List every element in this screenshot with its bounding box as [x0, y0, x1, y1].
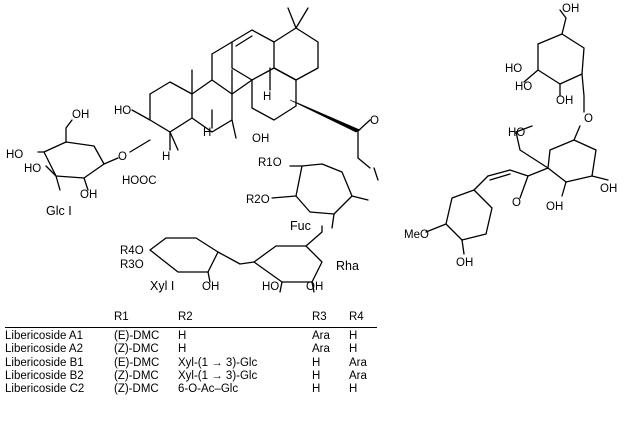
header-r2: R2 — [178, 311, 193, 323]
meo-label: MeO — [404, 229, 429, 241]
cinnamoyl-chain — [425, 167, 549, 255]
ho-fru-label: HO — [508, 127, 525, 139]
header-r3: R3 — [312, 311, 327, 323]
table-row: Libericoside C2 (Z)-DMC 6-O-Ac–Glc H H — [5, 383, 377, 396]
o-link-label: O — [584, 113, 593, 125]
table-rule — [5, 327, 377, 328]
oh-c27-label: OH — [252, 133, 269, 145]
header-r1: R1 — [114, 311, 129, 323]
hooc-label: HOOC — [122, 175, 157, 187]
ho-glc-label: HO — [6, 149, 23, 161]
oh-glc-ch2-label: OH — [72, 109, 89, 121]
r1-cell: (E)-DMC — [114, 356, 160, 369]
glucose-I-ring — [37, 109, 151, 191]
r4-cell: Ara — [349, 369, 367, 382]
xylose-rhamnose-chain — [149, 225, 323, 293]
oh-xyl-label: OH — [202, 281, 219, 293]
oh-fru-2-label: OH — [600, 183, 617, 195]
oh-right-top-label: OH — [562, 3, 579, 15]
r1-cell: (Z)-DMC — [114, 343, 159, 356]
r3-cell: Ara — [312, 343, 330, 356]
right-glucose-ring — [523, 9, 585, 113]
glc-I-label: Glc I — [46, 204, 72, 218]
r4-cell: H — [349, 343, 358, 356]
r1o-label: R1O — [258, 157, 282, 169]
substituent-table: R1 R2 R3 R4 Libericoside A1 (E)-DMC H Ar… — [5, 311, 377, 396]
ester-linkage — [289, 99, 379, 181]
compound-name: Libericoside A2 — [5, 343, 83, 356]
r2-cell: 6-O-Ac–Glc — [178, 383, 239, 396]
fuc-label: Fuc — [290, 219, 311, 233]
o-glc-label: O — [118, 151, 127, 163]
r3o-label: R3O — [120, 259, 144, 271]
r3-cell: H — [312, 369, 321, 382]
rha-label: Rha — [336, 259, 359, 273]
chemical-structures: HO OH HO HO OH O Glc I HOOC OH H H H O R… — [6, 3, 617, 293]
r4-cell: Ara — [349, 356, 367, 369]
h-c5-label: H — [162, 151, 170, 163]
r3-cell: H — [312, 356, 321, 369]
xyl-I-label: Xyl I — [150, 279, 174, 293]
h-c18-label: H — [263, 91, 271, 103]
compound-name: Libericoside B1 — [5, 356, 84, 369]
r2-cell: Xyl-(1 → 3)-Glc — [178, 369, 258, 382]
table-row: Libericoside B1 (E)-DMC Xyl-(1 → 3)-Glc … — [5, 357, 377, 370]
compound-name: Libericoside B2 — [5, 369, 84, 382]
r4-cell: H — [349, 330, 358, 343]
compound-name: Libericoside C2 — [5, 383, 85, 396]
table-row: Libericoside A1 (E)-DMC H Ara H — [5, 330, 377, 343]
r1-cell: (Z)-DMC — [114, 383, 159, 396]
r4-cell: H — [349, 383, 358, 396]
table-row: Libericoside B2 (Z)-DMC Xyl-(1 → 3)-Glc … — [5, 370, 377, 383]
oh-fru-1-label: OH — [546, 201, 563, 213]
r3-cell: H — [312, 383, 321, 396]
r1-cell: (Z)-DMC — [114, 369, 159, 382]
r2-cell: Xyl-(1 → 3)-Glc — [178, 356, 258, 369]
fucose-ring — [271, 163, 369, 229]
header-compound — [5, 311, 114, 330]
r2-cell: H — [178, 330, 187, 343]
oh-phenol-label: OH — [456, 257, 473, 269]
r2-cell: H — [178, 343, 187, 356]
oh-glc-c3-label: OH — [80, 189, 97, 201]
oh-right-glc-label: OH — [556, 95, 573, 107]
header-r4: R4 — [349, 311, 364, 323]
r3-cell: Ara — [312, 330, 330, 343]
o-keto-label: O — [512, 197, 521, 209]
table-row: Libericoside A2 (Z)-DMC H Ara H — [5, 343, 377, 356]
table-header-row: R1 R2 R3 R4 — [5, 311, 377, 330]
ho-ring-a-label: HO — [114, 105, 131, 117]
ho-right-2-label: HO — [515, 81, 532, 93]
h-c9-label: H — [203, 127, 211, 139]
r1-cell: (E)-DMC — [114, 330, 160, 343]
r2o-label: R2O — [246, 194, 270, 206]
oh-rha-label: OH — [306, 281, 323, 293]
triterpene-skeleton — [149, 7, 319, 151]
r4o-label: R4O — [120, 245, 144, 257]
right-fructose-ring — [515, 125, 609, 197]
compound-name: Libericoside A1 — [5, 330, 83, 343]
o-ester-label: O — [370, 115, 379, 127]
ho-right-1-label: HO — [505, 63, 522, 75]
ho-rha-label: HO — [262, 281, 279, 293]
ho-glc-low-label: HO — [24, 163, 41, 175]
